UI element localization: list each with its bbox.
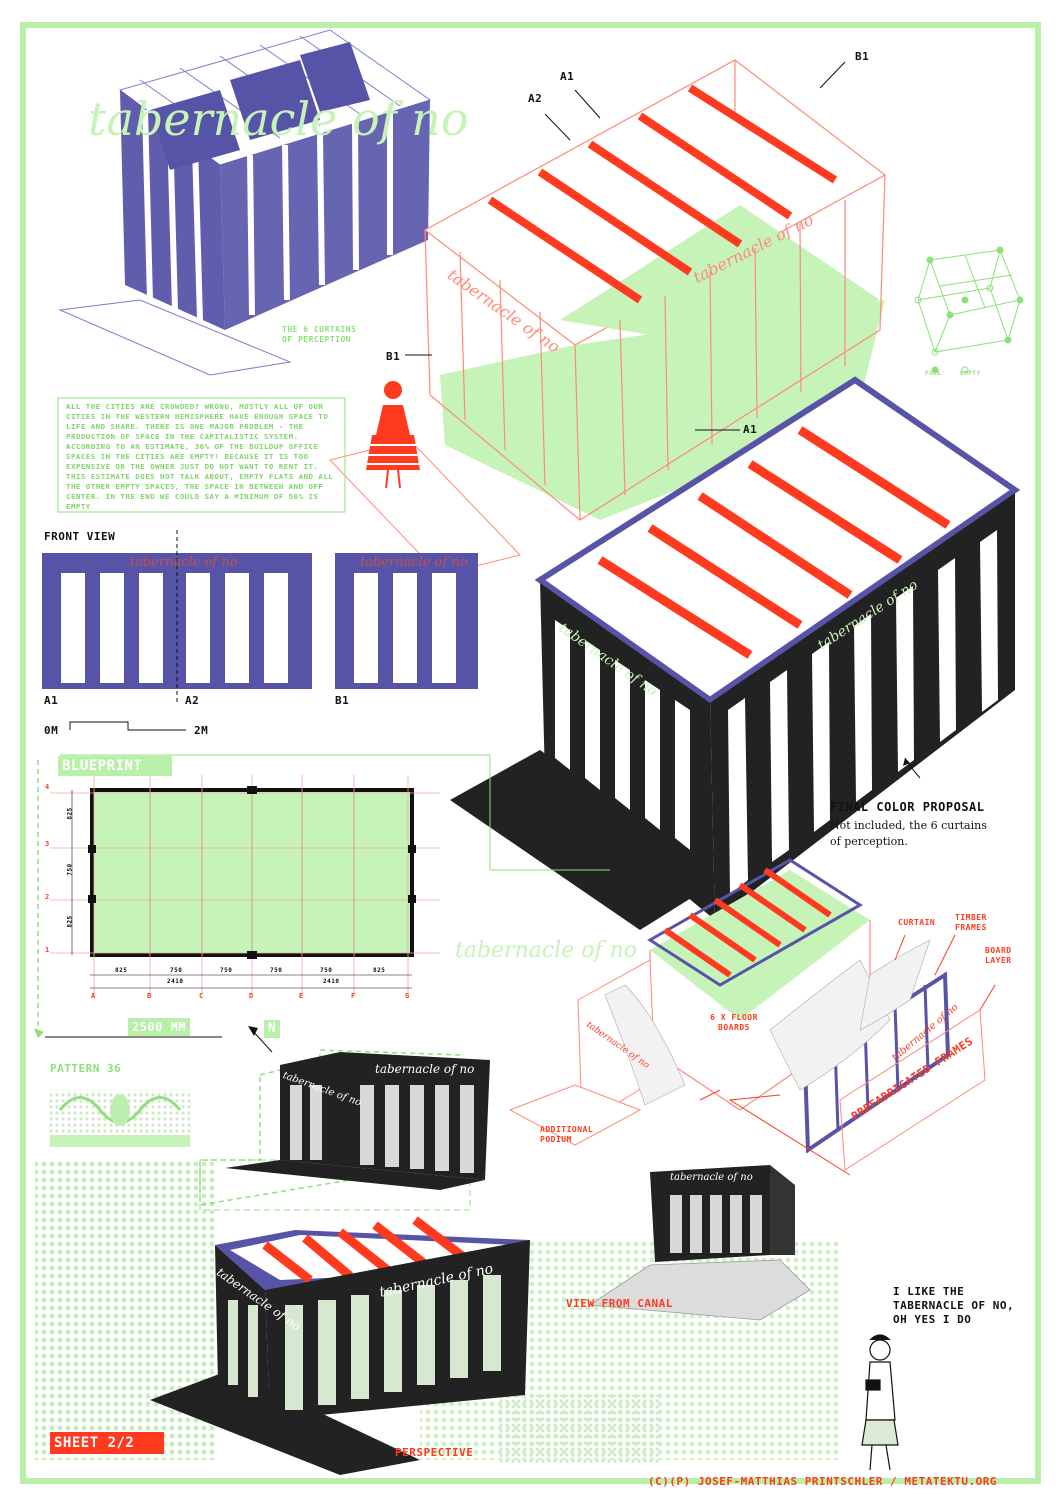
canal-view-render — [588, 1165, 811, 1321]
cube-legend-full: FULL — [925, 370, 942, 377]
label-a1-top: A1 — [560, 70, 575, 83]
col-label-f: F — [351, 992, 356, 1000]
col-dim-4: 750 — [270, 967, 283, 974]
row-label-2: 2 — [45, 893, 50, 901]
front-view-sign-b: tabernacle of no — [360, 555, 468, 570]
view-from-canal-label: VIEW FROM CANAL — [566, 1297, 673, 1310]
man-figure-illustration — [861, 1334, 899, 1471]
blueprint-title: BLUEPRINT — [58, 756, 172, 776]
front-view-label-a1: A1 — [44, 694, 59, 707]
sign-canal: tabernacle of no — [670, 1172, 753, 1183]
front-view-label-b1: B1 — [335, 694, 350, 707]
speech-line-2: TABERNACLE OF NO, — [893, 1299, 1015, 1312]
front-view-title: FRONT VIEW — [44, 530, 116, 543]
col-label-c: C — [199, 992, 204, 1000]
col-label-a: A — [91, 992, 96, 1000]
sign-small-right: tabernacle of no — [375, 1062, 475, 1076]
large-perspective-render — [150, 1216, 530, 1475]
sheet-number: SHEET 2/2 — [50, 1432, 164, 1454]
curtains-caption-line2: OF PERCEPTION — [282, 335, 352, 344]
final-color-title: FINAL COLOR PROPOSAL — [830, 800, 985, 814]
label-timber-frames: TIMBER FRAMES — [955, 913, 987, 932]
row-label-4: 4 — [45, 783, 50, 791]
curtain-model-iso — [58, 29, 432, 376]
exploded-view — [508, 858, 996, 1176]
front-view-label-a2: A2 — [185, 694, 200, 707]
col-label-g: G — [405, 992, 410, 1000]
woman-figure-illustration — [366, 381, 420, 489]
row-label-1: 1 — [45, 946, 50, 954]
scale-end-label: 2M — [194, 724, 209, 737]
label-a1-side: A1 — [743, 423, 758, 436]
final-color-iso — [450, 376, 1021, 930]
north-marker: N — [264, 1020, 280, 1038]
small-perspective-render — [199, 1049, 490, 1206]
final-color-note-line1: Not included, the 6 curtains — [830, 819, 987, 832]
label-a2-top: A2 — [528, 92, 543, 105]
red-frame-iso — [329, 59, 887, 576]
col-dim-3: 750 — [220, 967, 233, 974]
row-label-3: 3 — [45, 840, 50, 848]
blueprint-drawing — [34, 754, 610, 1053]
cube-diagram — [914, 246, 1024, 374]
pattern-title: PATTERN 36 — [50, 1062, 122, 1075]
essay-box — [57, 397, 346, 513]
col-dim-1: 825 — [115, 967, 128, 974]
curtains-caption-line1: THE 6 CURTAINS — [282, 325, 357, 334]
label-b1-side: B1 — [386, 350, 401, 363]
curtains-caption: THE 6 CURTAINS OF PERCEPTION — [282, 325, 356, 345]
row-dim-2: 750 — [66, 863, 74, 876]
col-label-d: D — [249, 992, 254, 1000]
speech-line-1: I LIKE THE — [893, 1285, 965, 1298]
speech-line-3: OH YES I DO — [893, 1313, 972, 1326]
label-board-layer: BOARD LAYER — [985, 946, 1012, 965]
col-dim-5: 750 — [320, 967, 333, 974]
pattern-36-ornament — [50, 1090, 190, 1147]
front-view-drawing — [42, 530, 478, 731]
col-dim-6: 825 — [373, 967, 386, 974]
script-title-mid: tabernacle of no — [455, 938, 638, 963]
copyright-footer: (C)(P) JOSEF-MATTHIAS PRINTSCHLER / META… — [648, 1475, 998, 1488]
row-dim-1: 825 — [66, 807, 74, 820]
total-dim-1: 2410 — [167, 978, 184, 985]
row-dim-3: 825 — [66, 915, 74, 928]
sheet-border — [20, 22, 1041, 1484]
front-view-sign-a: tabernacle of no — [130, 555, 238, 570]
col-dim-2: 750 — [170, 967, 183, 974]
col-label-b: B — [147, 992, 152, 1000]
label-b1-top: B1 — [855, 50, 870, 63]
final-color-note: Not included, the 6 curtains of percepti… — [830, 818, 987, 850]
final-color-note-line2: of perception. — [830, 835, 908, 848]
label-additional-podium: ADDITIONAL PODIUM — [540, 1125, 594, 1144]
total-dim-2: 2410 — [323, 978, 340, 985]
label-floor-boards: 6 X FLOOR BOARDS — [710, 1013, 758, 1032]
col-label-e: E — [299, 992, 304, 1000]
label-curtain: CURTAIN — [898, 918, 936, 927]
speech-bubble: I LIKE THE TABERNACLE OF NO, OH YES I DO — [893, 1285, 1014, 1327]
perspective-label: PERSPECTIVE — [395, 1446, 474, 1459]
essay-text: ALL THE CITIES ARE CROWDED? WRONG, MOSTL… — [66, 402, 334, 511]
cube-legend-empty: EMPTY — [960, 370, 981, 377]
blueprint-width-label: 2500 MM — [128, 1018, 190, 1036]
scale-start-label: 0M — [44, 724, 59, 737]
script-title-watermark: tabernacle of no — [88, 92, 469, 146]
